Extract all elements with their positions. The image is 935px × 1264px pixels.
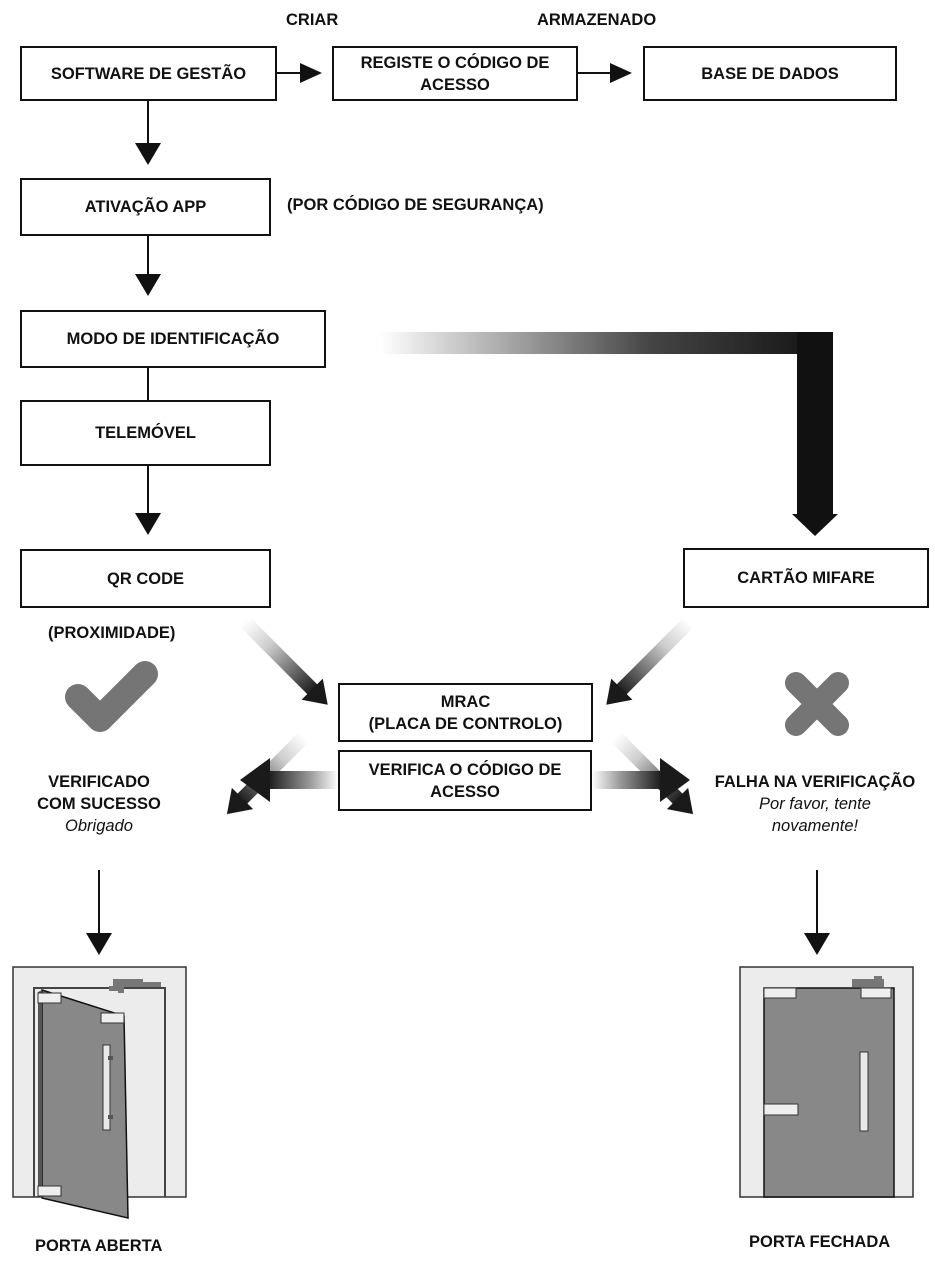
mobile-phone-label: TELEMÓVEL: [95, 424, 196, 442]
mrac-line2: (PLACA DE CONTROLO): [368, 714, 563, 733]
qr-code-label: QR CODE: [106, 569, 184, 588]
arrow-verify-to-failure: [592, 758, 690, 802]
cross-icon: [785, 672, 849, 736]
app-activation-box: ATIVAÇÃO APP: [20, 178, 271, 236]
arrow-verify-to-success: [240, 758, 338, 802]
database-label: BASE DE DADOS: [701, 64, 839, 83]
arrow-mode-to-mifare: [380, 332, 838, 536]
mrac-control-board-box: MRAC (PLACA DE CONTROLO): [338, 683, 593, 742]
arrow-software-to-register: [277, 63, 322, 83]
identification-mode-label: MODO DE IDENTIFICAÇÃO: [66, 330, 280, 348]
mifare-card-label: CARTÃO MIFARE: [737, 569, 875, 587]
identification-mode-box: MODO DE IDENTIFICAÇÃO: [20, 310, 326, 368]
failure-retry-line1: Por favor, tente: [759, 795, 871, 813]
proximity-label: (PROXIMIDADE): [48, 624, 176, 642]
failure-title: FALHA NA VERIFICAÇÃO: [714, 773, 916, 791]
create-label: CRIAR: [286, 11, 339, 29]
open-door-label: PORTA ABERTA: [35, 1237, 163, 1255]
arrow-failure-to-closed-door: [804, 870, 830, 955]
closed-door-illustration: [739, 966, 914, 1198]
verify-access-code-box: VERIFICA O CÓDIGO DE ACESSO: [338, 750, 592, 811]
verify-access-code-line1: VERIFICA O CÓDIGO DE: [368, 760, 562, 779]
app-activation-label: ATIVAÇÃO APP: [84, 198, 207, 216]
success-thanks: Obrigado: [65, 817, 133, 835]
security-code-note: (POR CÓDIGO DE SEGURANÇA): [287, 196, 544, 214]
closed-door-label: PORTA FECHADA: [749, 1233, 891, 1251]
failure-retry-line2: novamente!: [771, 817, 859, 835]
verify-access-code-line2: ACESSO: [430, 782, 500, 801]
management-software-box: SOFTWARE DE GESTÃO: [20, 46, 277, 101]
qr-code-box: QR CODE: [20, 549, 271, 608]
management-software-label: SOFTWARE DE GESTÃO: [50, 64, 247, 83]
arrow-register-to-database: [578, 63, 632, 83]
arrow-mobile-to-qrcode: [135, 466, 161, 535]
arrow-activation-to-mode: [135, 236, 161, 296]
arrow-success-to-open-door: [86, 870, 112, 955]
mobile-phone-box: TELEMÓVEL: [20, 400, 271, 466]
database-box: BASE DE DADOS: [643, 46, 897, 101]
success-line1: VERIFICADO: [48, 773, 150, 791]
stored-label: ARMAZENADO: [537, 11, 657, 29]
mrac-line1: MRAC: [440, 692, 491, 711]
failure-message: FALHA NA VERIFICAÇÃO Por favor, tente no…: [700, 771, 930, 837]
arrow-qrcode-to-mrac: [240, 617, 328, 705]
arrow-mifare-to-mrac: [606, 617, 694, 705]
arrow-software-to-activation: [135, 101, 161, 165]
open-door-illustration: [12, 966, 187, 1219]
mifare-card-box: CARTÃO MIFARE: [683, 548, 929, 608]
register-access-code-box: REGISTE O CÓDIGO DE ACESSO: [332, 46, 578, 101]
success-message: VERIFICADO COM SUCESSO Obrigado: [22, 771, 176, 837]
success-line2: COM SUCESSO: [37, 795, 161, 813]
register-access-code-line1: REGISTE O CÓDIGO DE: [360, 53, 550, 72]
check-icon: [65, 661, 158, 732]
register-access-code-line2: ACESSO: [420, 75, 490, 94]
